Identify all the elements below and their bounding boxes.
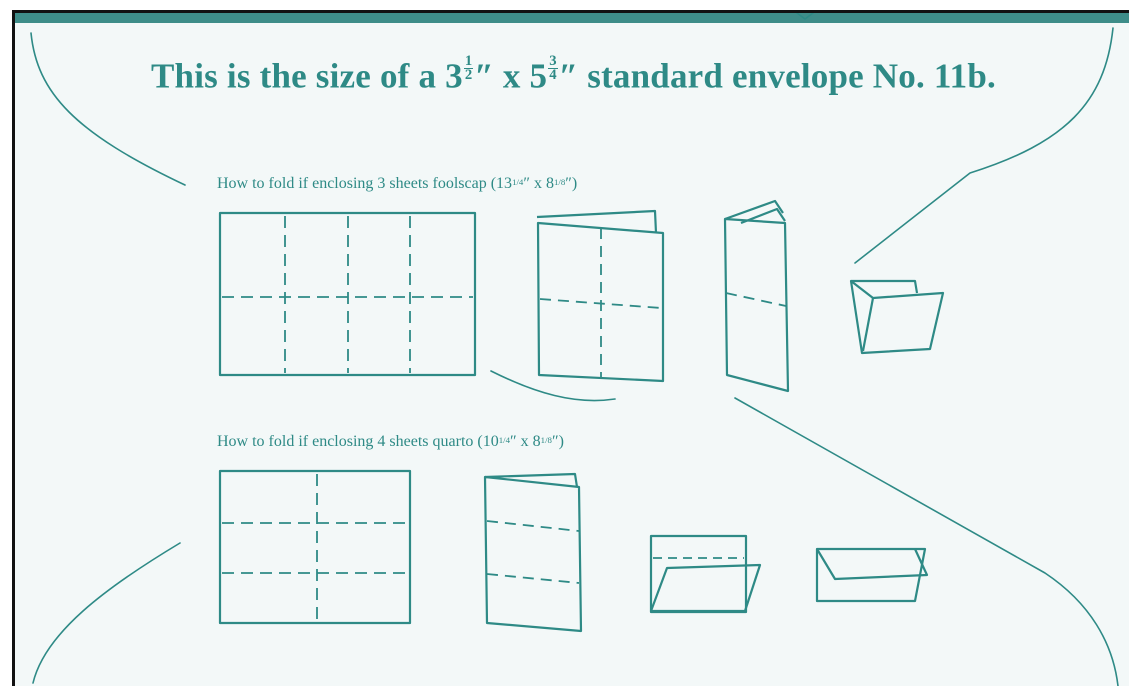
title-fraction-1-den: 2 — [464, 67, 473, 84]
quarto-fraction-2-num: 1 — [540, 434, 546, 445]
title-prefix: This is the size of a 3 — [151, 56, 463, 96]
envelope-flap-bottom-right — [734, 397, 1119, 686]
quarto-caption: How to fold if enclosing 4 sheets quarto… — [217, 433, 564, 451]
foolscap-fraction-1-den: 4 — [518, 176, 524, 187]
quarto-caption-pre: How to fold if enclosing 4 sheets quarto… — [217, 433, 499, 450]
quarto-fraction-1: 1/4 — [498, 434, 510, 445]
quarto-step1-sheet — [218, 469, 412, 625]
envelope-flap-top-left — [30, 32, 186, 186]
foolscap-caption-pre: How to fold if enclosing 3 sheets foolsc… — [217, 175, 513, 192]
quarto-step3-front — [649, 563, 762, 613]
fold-diagrams — [30, 13, 1119, 686]
foolscap-step3-front — [723, 217, 790, 393]
quarto-fraction-1-den: 4 — [505, 434, 510, 445]
quarto-fraction-1-num: 1 — [498, 434, 504, 445]
foolscap-fraction-2-num: 1 — [554, 176, 559, 187]
foolscap-step2-back — [536, 209, 658, 234]
foolscap-step4-back — [851, 279, 919, 294]
quarto-step2-back — [484, 472, 579, 488]
envelope-crease-curve — [490, 370, 616, 402]
foolscap-step3-back — [724, 199, 784, 221]
title-fraction-2-den: 4 — [549, 67, 557, 84]
foolscap-step2-front — [536, 221, 665, 383]
title-middle: ″ x 5 — [474, 56, 548, 96]
quarto-step2-front — [483, 475, 583, 633]
top-color-band — [15, 13, 1129, 23]
foolscap-caption: How to fold if enclosing 3 sheets foolsc… — [217, 175, 577, 193]
quarto-step4-flap — [816, 548, 929, 581]
foolscap-step3-mid — [740, 207, 786, 225]
foolscap-step1-sheet — [218, 211, 477, 377]
foolscap-caption-mid: ″ x 8 — [523, 175, 554, 192]
foolscap-caption-post: ″) — [565, 175, 578, 192]
quarto-step2-fold-h1 — [486, 520, 580, 532]
title-fraction-1-num: 1 — [463, 53, 474, 70]
foolscap-step4-flap — [861, 297, 875, 352]
quarto-step4-box — [815, 547, 927, 603]
quarto-fraction-2-den: 8 — [547, 434, 552, 445]
quarto-caption-post: ″) — [551, 433, 564, 450]
foolscap-fraction-1-num: 1 — [512, 176, 517, 187]
title-suffix: ″ standard envelope No. 11b. — [558, 56, 996, 96]
quarto-caption-mid: ″ x 8 — [510, 433, 541, 450]
envelope-top-notch — [796, 13, 814, 20]
title-fraction-2-num: 3 — [548, 53, 558, 70]
foolscap-fraction-2-den: 8 — [560, 176, 566, 187]
quarto-fraction-2: 1/8 — [540, 434, 552, 445]
foolscap-fraction-1: 1/4 — [512, 176, 524, 187]
envelope-flap-top-right — [854, 27, 1114, 264]
envelope-flap-bottom-left — [32, 542, 181, 684]
foolscap-step2-fold-h — [539, 298, 662, 309]
foolscap-step4-front — [849, 279, 945, 355]
foolscap-fraction-2: 1/8 — [554, 176, 566, 187]
quarto-step2-fold-h2 — [486, 573, 580, 584]
foolscap-step3-fold-h — [725, 292, 787, 307]
